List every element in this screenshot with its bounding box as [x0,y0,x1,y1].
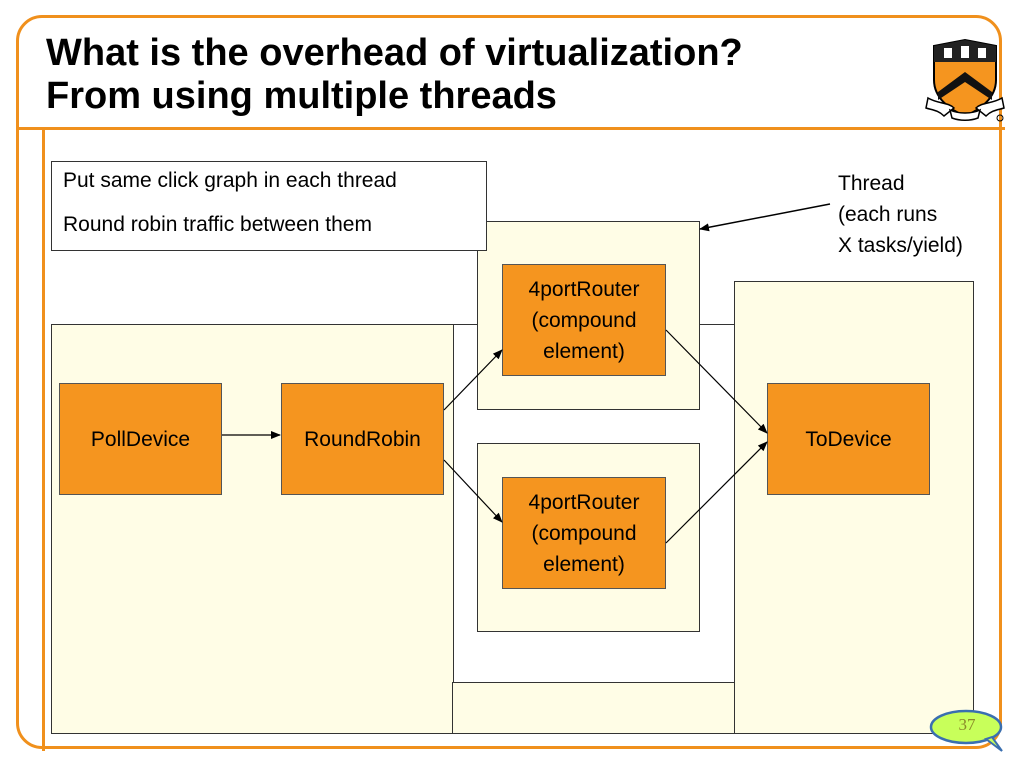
thread-label-line-2: (each runs [838,203,938,226]
router-top-node: 4portRouter (compound element) [502,264,666,376]
note-line-1: Put same click graph in each thread [63,169,397,192]
edge-roundrobin-to-router-bottom [443,459,503,523]
thread-label-line-3: X tasks/yield) [838,234,963,257]
poll-device-label: PollDevice [90,427,191,451]
thread-output-region [734,281,974,734]
thread-callout-arrow [699,203,831,232]
slide-title: What is the overhead of virtualization? … [46,32,743,118]
note-line-2: Round robin traffic between them [63,213,372,236]
edge-roundrobin-to-router-top [443,349,503,411]
title-rule [17,127,1005,130]
title-line-1: What is the overhead of virtualization? [46,32,743,74]
slide-frame [16,15,1002,749]
round-robin-node: RoundRobin [281,383,444,495]
poll-device-node: PollDevice [59,383,222,495]
description-note: Put same click graph in each thread Roun… [51,161,487,251]
router-bottom-node: 4portRouter (compound element) [502,477,666,589]
thread-callout-label: Thread (each runs X tasks/yield) [838,168,963,261]
left-rule [42,127,45,751]
router-top-label-2: (compound [531,308,637,332]
thread-label-line-1: Thread [838,172,905,195]
to-device-node: ToDevice [767,383,930,495]
page-number: 37 [958,715,976,734]
to-device-label: ToDevice [805,427,892,451]
edge-router-bottom-to-todevice [665,441,768,544]
speech-bubble-icon [929,709,1003,752]
title-line-2: From using multiple threads [46,75,557,117]
router-bottom-label-3: element) [543,552,625,576]
edge-router-top-to-todevice [665,329,768,434]
router-top-label-3: element) [543,339,625,363]
router-top-label-1: 4portRouter [528,277,640,301]
princeton-shield-icon [925,38,1005,122]
router-bottom-label-1: 4portRouter [528,490,640,514]
round-robin-label: RoundRobin [304,427,421,451]
thread-bottom-strip [452,682,735,734]
router-bottom-label-2: (compound [531,521,637,545]
